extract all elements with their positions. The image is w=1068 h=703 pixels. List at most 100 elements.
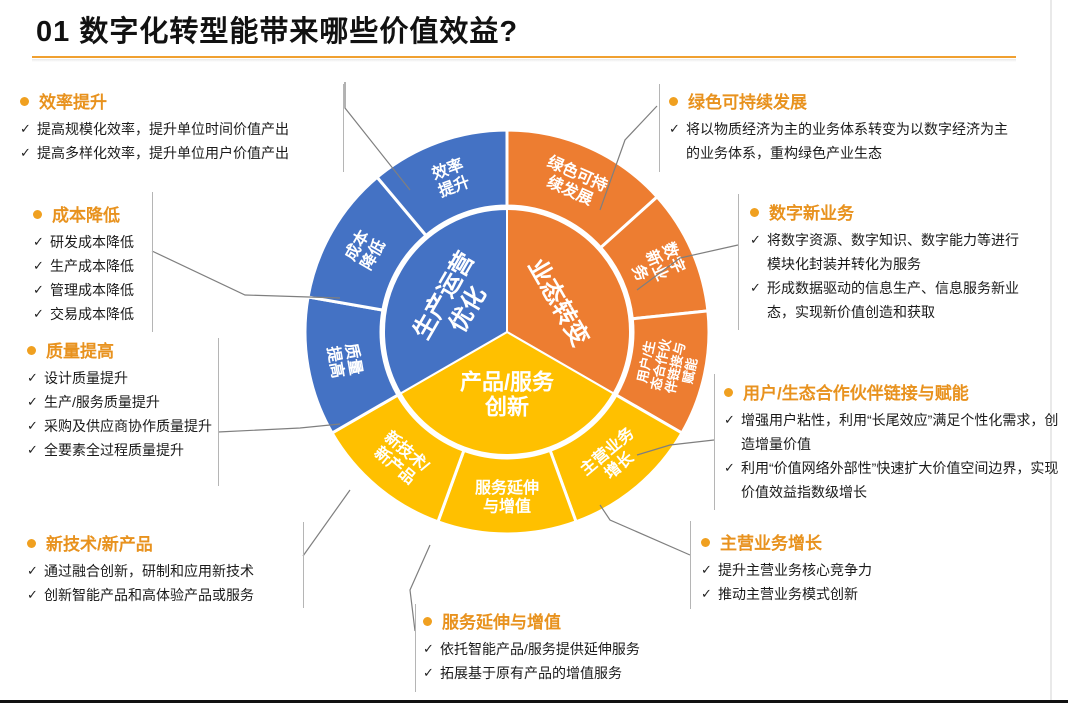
heading-text: 用户/生态合作伙伴链接与赋能 <box>743 384 969 403</box>
checkmark-icon: ✓ <box>701 562 712 577</box>
bracket-line <box>303 522 304 608</box>
checkmark-icon: ✓ <box>724 460 735 475</box>
checkmark-icon: ✓ <box>27 418 38 433</box>
checkmark-icon: ✓ <box>20 145 31 160</box>
block-efficiency: 效率提升 ✓提高规模化效率，提升单位时间价值产出✓提高多样化效率，提升单位用户价… <box>20 92 350 165</box>
list-item-text: 设计质量提升 <box>44 370 128 386</box>
outer-label-service-line: 与增值 <box>483 496 531 515</box>
checkmark-icon: ✓ <box>669 121 680 136</box>
list-item-text: 创新智能产品和高体验产品或服务 <box>44 587 254 603</box>
slide-bottom-edge <box>0 700 1068 703</box>
list-item-text: 生产/服务质量提升 <box>44 394 160 410</box>
connector-line <box>217 423 341 433</box>
list-item: ✓ 创新智能产品和高体验产品或服务 <box>27 583 317 607</box>
inner-sector-yellow <box>399 330 615 456</box>
bullet-dot-icon <box>724 388 733 398</box>
checkmark-icon: ✓ <box>27 563 38 578</box>
list-item-text: 生产成本降低 <box>50 258 134 274</box>
list-item-text: 通过融合创新，研制和应用新技术 <box>44 563 254 579</box>
heading-text: 质量提高 <box>46 342 114 361</box>
checkmark-icon: ✓ <box>20 121 31 136</box>
list-item: ✓ 利用“价值网络外部性”快速扩大价值空间边界，实现价值效益指数级增长 <box>724 456 1060 504</box>
list-item: ✓ 生产/服务质量提升 <box>27 390 217 414</box>
list-item: ✓管理成本降低 <box>33 278 233 302</box>
block-main-biz: 主营业务增长 ✓ 提升主营业务核心竞争力 ✓ 推动主营业务模式创新 <box>701 533 921 606</box>
block-heading: 质量提高 <box>27 341 217 363</box>
bracket-line <box>218 338 219 486</box>
list-item: ✓拓展基于原有产品的增值服务 <box>423 661 723 685</box>
item-list: ✓ 提升主营业务核心竞争力 ✓ 推动主营业务模式创新 <box>701 558 921 606</box>
connector-line <box>636 439 715 456</box>
checkmark-icon: ✓ <box>724 412 735 427</box>
item-list: ✓设计质量提升✓生产/服务质量提升✓采购及供应商协作质量提升✓全要素全过程质量提… <box>27 366 217 462</box>
block-heading: 用户/生态合作伙伴链接与赋能 <box>724 383 1060 405</box>
item-list: ✓提高规模化效率，提升单位时间价值产出✓提高多样化效率，提升单位用户价值产出 <box>20 117 350 165</box>
list-item-text: 管理成本降低 <box>50 282 134 298</box>
bracket-line <box>690 521 691 609</box>
checkmark-icon: ✓ <box>27 587 38 602</box>
item-list: ✓ 增强用户粘性，利用“长尾效应”满足个性化需求，创造增量价值 ✓ 利用“价值网络外部… <box>724 408 1060 504</box>
list-item-text: 提升主营业务核心竞争力 <box>718 562 872 578</box>
bracket-line <box>659 84 660 172</box>
page-title: 01 数字化转型能带来哪些价值效益? <box>36 16 519 48</box>
checkmark-icon: ✓ <box>701 586 712 601</box>
list-item-text: 推动主营业务模式创新 <box>718 586 858 602</box>
block-cost: 成本降低 ✓研发成本降低✓生产成本降低✓管理成本降低✓交易成本降低 <box>33 205 233 326</box>
bullet-dot-icon <box>701 538 710 548</box>
list-item-text: 交易成本降低 <box>50 306 134 322</box>
outer-label-quality: 质量提高 <box>324 342 366 380</box>
list-item: ✓设计质量提升 <box>27 366 217 390</box>
list-item-text: 增强用户粘性，利用“长尾效应”满足个性化需求，创造增量价值 <box>741 412 1059 452</box>
block-heading: 成本降低 <box>33 205 233 227</box>
block-green: 绿色可持续发展 ✓将以物质经济为主的业务体系转变为以数字经济为主的业务体系，重构… <box>669 92 1014 165</box>
block-heading: 主营业务增长 <box>701 533 921 555</box>
checkmark-icon: ✓ <box>423 665 434 680</box>
connector-line <box>409 544 431 632</box>
bullet-dot-icon <box>20 97 29 107</box>
outer-label-service-line: 服务延伸 <box>475 478 539 497</box>
block-heading: 服务延伸与增值 <box>423 612 723 634</box>
bullet-dot-icon <box>423 617 432 627</box>
list-item-text: 形成数据驱动的信息生产、信息服务新业态，实现新价值创造和获取 <box>767 280 1019 320</box>
outer-label-service: 服务延伸与增值 <box>475 478 539 515</box>
inner-sector-blue <box>383 207 508 395</box>
list-item: ✓依托智能产品/服务提供延伸服务 <box>423 637 723 661</box>
bullet-dot-icon <box>27 539 36 549</box>
heading-text: 主营业务增长 <box>720 534 822 553</box>
list-item-text: 提高多样化效率，提升单位用户价值产出 <box>37 145 289 161</box>
slide-edge <box>1050 0 1052 703</box>
bracket-line <box>415 604 416 692</box>
connector-line <box>302 489 351 557</box>
inner-label-yellow-line: 产品/服务 <box>460 369 555 394</box>
block-heading: 数字新业务 <box>750 203 1030 225</box>
block-heading: 绿色可持续发展 <box>669 92 1014 114</box>
list-item: ✓研发成本降低 <box>33 230 233 254</box>
checkmark-icon: ✓ <box>27 394 38 409</box>
connector-line <box>344 82 411 191</box>
connector-line <box>599 105 658 211</box>
title-underline <box>32 56 1016 58</box>
block-new-tech: 新技术/新产品 ✓ 通过融合创新，研制和应用新技术 ✓ 创新智能产品和高体验产品或服务 <box>27 534 317 607</box>
list-item: ✓ 提升主营业务核心竞争力 <box>701 558 921 582</box>
outer-segment-efficiency <box>375 128 509 238</box>
checkmark-icon: ✓ <box>27 442 38 457</box>
item-list: ✓ 通过融合创新，研制和应用新技术 ✓ 创新智能产品和高体验产品或服务 <box>27 559 317 607</box>
list-item: ✓将以物质经济为主的业务体系转变为以数字经济为主的业务体系，重构绿色产业生态 <box>669 117 1014 165</box>
checkmark-icon: ✓ <box>33 258 44 273</box>
item-list: ✓将数字资源、数字知识、数字能力等进行模块化封装并转化为服务✓形成数据驱动的信息… <box>750 228 1030 324</box>
list-item: ✓提高规模化效率，提升单位时间价值产出 <box>20 117 350 141</box>
block-heading: 新技术/新产品 <box>27 534 317 556</box>
list-item: ✓全要素全过程质量提升 <box>27 438 217 462</box>
checkmark-icon: ✓ <box>750 280 761 295</box>
list-item-text: 利用“价值网络外部性”快速扩大价值空间边界，实现价值效益指数级增长 <box>741 460 1059 500</box>
block-quality: 质量提高 ✓设计质量提升✓生产/服务质量提升✓采购及供应商协作质量提升✓全要素全… <box>27 341 217 462</box>
bullet-dot-icon <box>33 210 42 220</box>
list-item: ✓ 通过融合创新，研制和应用新技术 <box>27 559 317 583</box>
list-item-text: 依托智能产品/服务提供延伸服务 <box>440 641 640 657</box>
bracket-line <box>152 192 153 332</box>
bullet-dot-icon <box>750 208 759 218</box>
block-ecosystem: 用户/生态合作伙伴链接与赋能 ✓ 增强用户粘性，利用“长尾效应”满足个性化需求，创… <box>724 383 1060 504</box>
list-item: ✓采购及供应商协作质量提升 <box>27 414 217 438</box>
